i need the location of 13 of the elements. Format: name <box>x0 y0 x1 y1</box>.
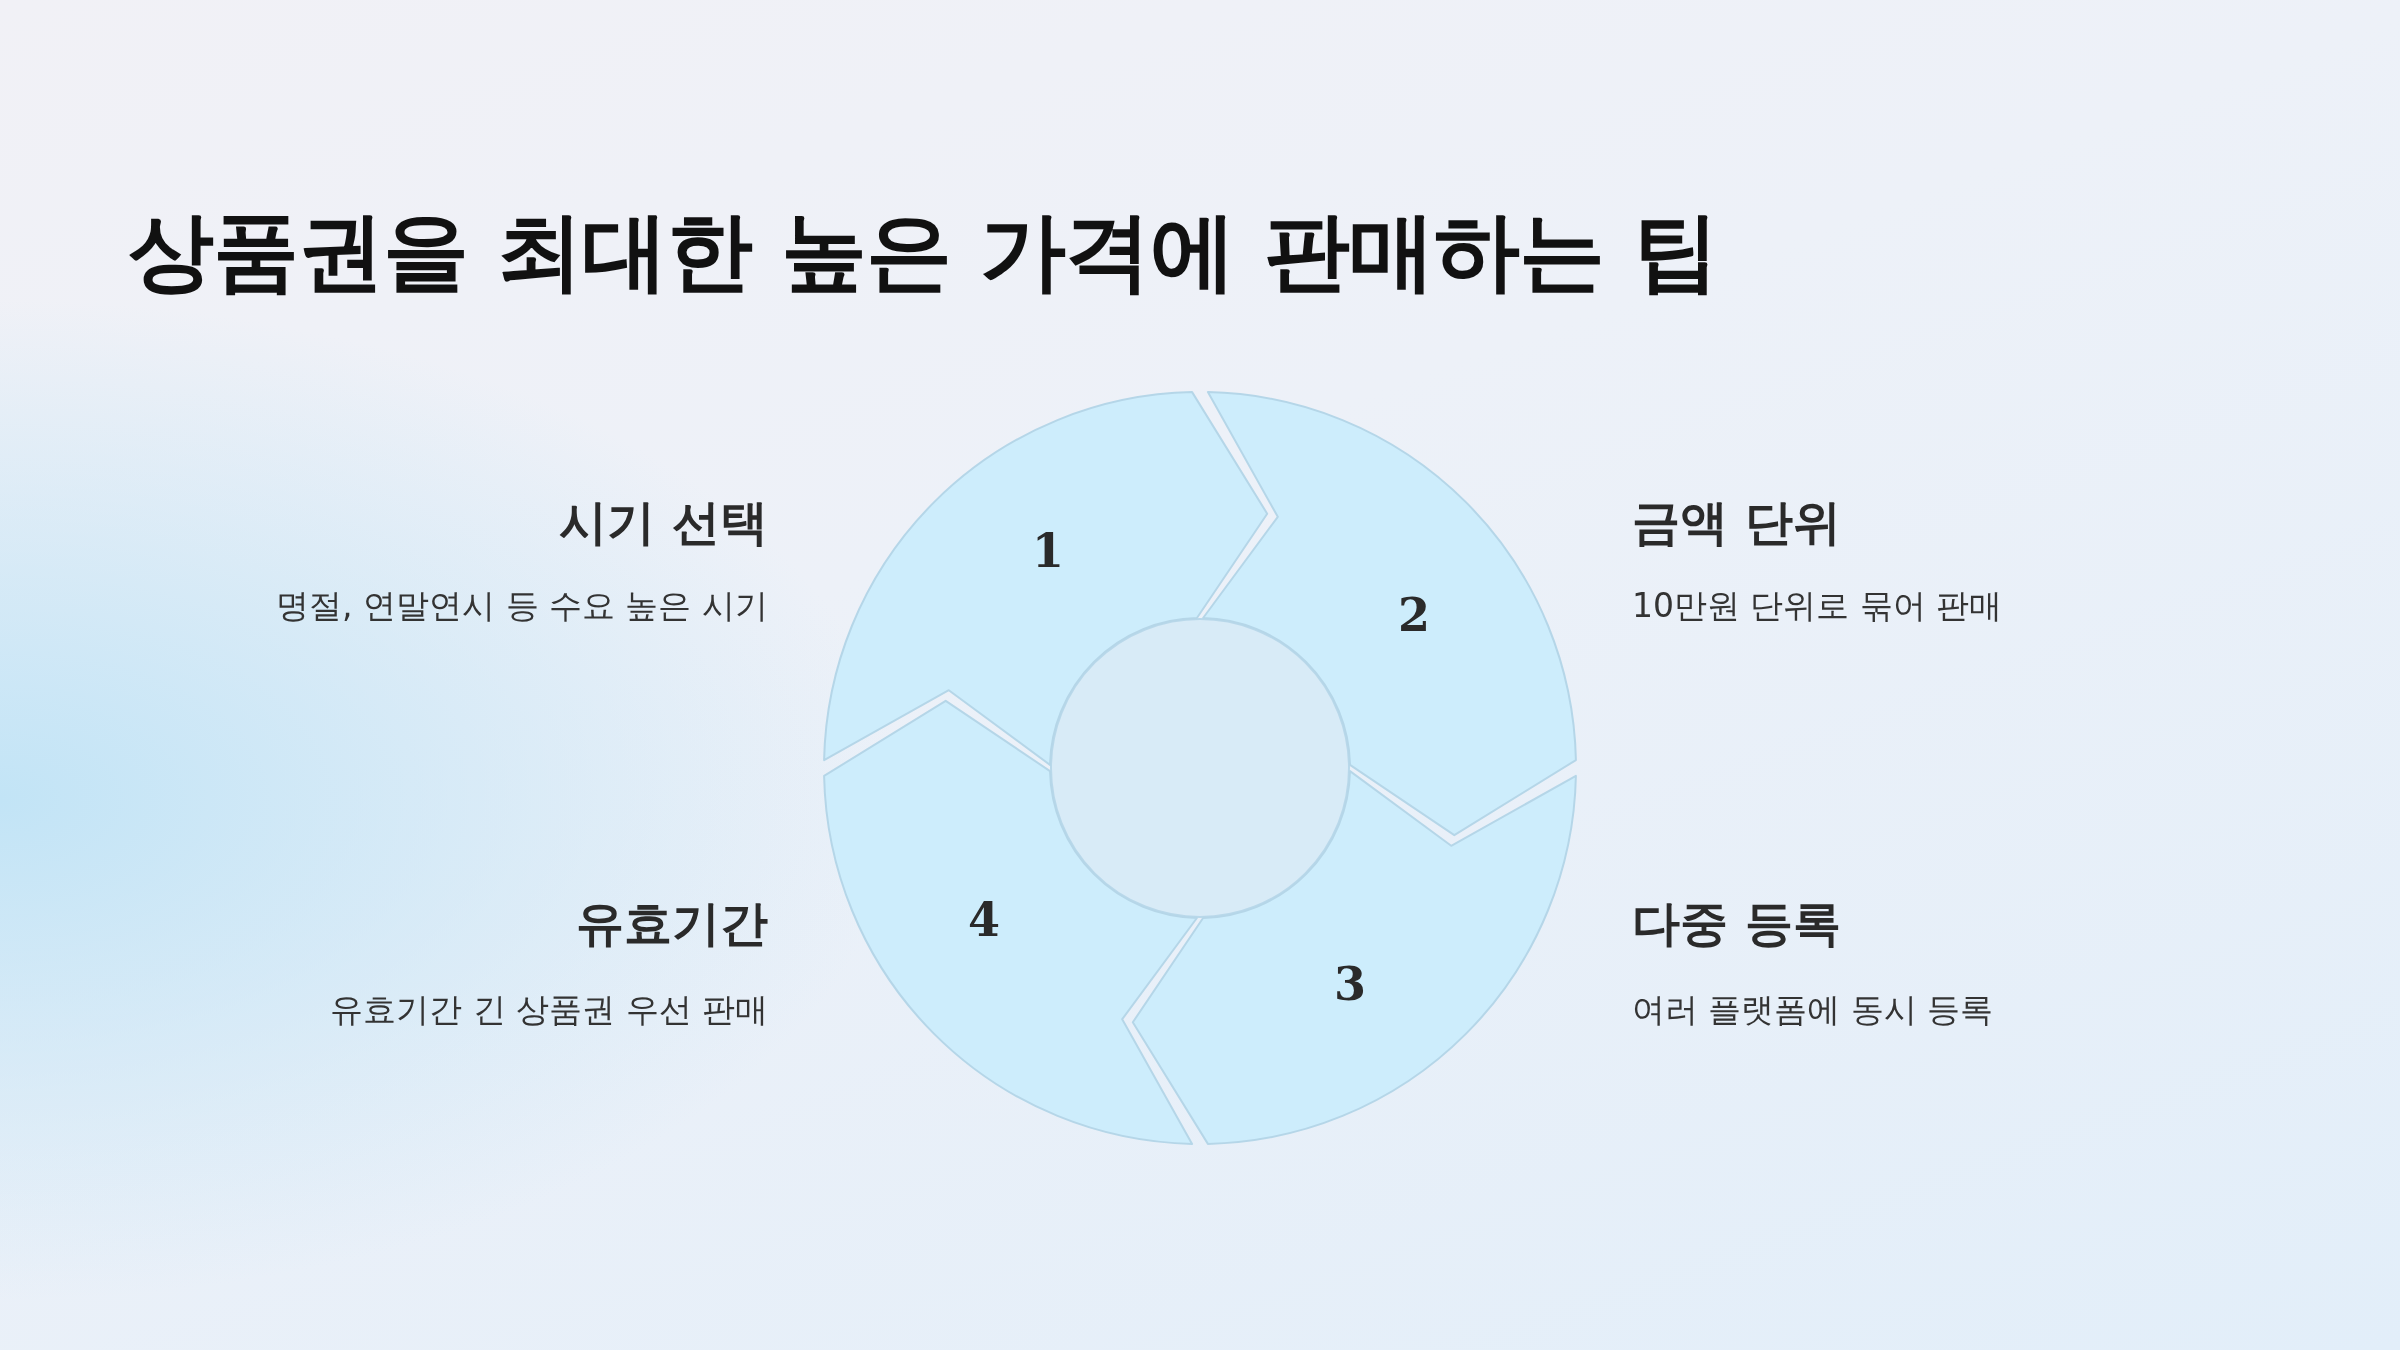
step-heading: 시기 선택 <box>559 493 768 552</box>
step-heading: 유효기간 <box>576 894 768 953</box>
step-number: 1 <box>1032 524 1064 578</box>
step-number: 3 <box>1334 957 1366 1011</box>
step-heading: 다중 등록 <box>1632 894 1841 953</box>
step-heading: 금액 단위 <box>1632 493 1841 552</box>
title: 상품권을 최대한 높은 가격에 판매하는 팁 <box>128 200 1718 303</box>
step-description: 여러 플랫폼에 동시 등록 <box>1632 988 1994 1031</box>
step-description: 유효기간 긴 상품권 우선 판매 <box>330 988 768 1031</box>
step-description: 명절, 연말연시 등 수요 높은 시기 <box>276 584 768 627</box>
step-number: 4 <box>968 893 1000 947</box>
step-description: 10만원 단위로 묶어 판매 <box>1632 584 2003 627</box>
step-number: 2 <box>1398 588 1430 642</box>
